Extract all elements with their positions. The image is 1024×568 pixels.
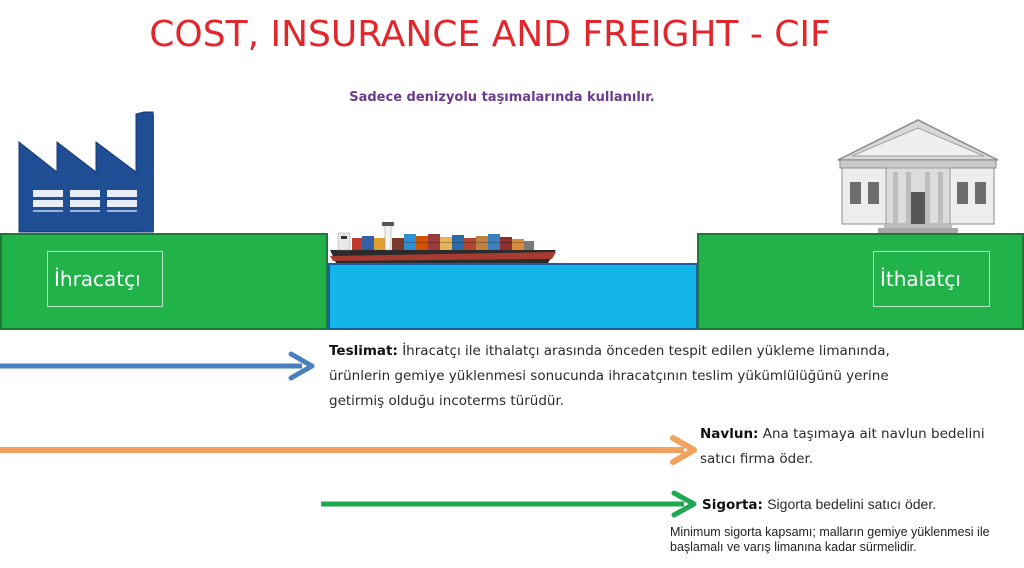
insurance-arrow [321, 490, 697, 518]
factory-icon [18, 111, 154, 233]
page-title: COST, INSURANCE AND FREIGHT - CIF [149, 14, 831, 55]
sea [328, 263, 698, 330]
importer-land [697, 233, 1024, 330]
freight-text: Navlun: Ana taşımaya ait navlun bedelini… [700, 422, 1000, 472]
delivery-term: Teslimat: [329, 343, 398, 359]
freight-description: Ana taşımaya ait navlun bedelini satıcı … [700, 426, 985, 467]
subtitle: Sadece denizyolu taşımalarında kullanılı… [349, 90, 655, 105]
insurance-term: Sigorta: [702, 497, 763, 513]
freight-arrow [0, 435, 697, 465]
insurance-description: Sigorta bedelini satıcı öder. [767, 496, 937, 512]
exporter-label: İhracatçı [47, 251, 163, 307]
insurance-text: Sigorta: Sigorta bedelini satıcı öder. [702, 493, 1002, 516]
delivery-description: İhracatçı ile ithalatçı arasında önceden… [329, 343, 890, 409]
container-ship-icon [330, 222, 556, 263]
building-icon [837, 119, 999, 233]
delivery-arrow [0, 351, 315, 381]
delivery-text: Teslimat: İhracatçı ile ithalatçı arasın… [329, 339, 929, 414]
insurance-note: Minimum sigorta kapsamı; malların gemiye… [670, 525, 990, 554]
importer-label: İthalatçı [873, 251, 990, 307]
freight-term: Navlun: [700, 426, 759, 442]
exporter-land [0, 233, 328, 330]
